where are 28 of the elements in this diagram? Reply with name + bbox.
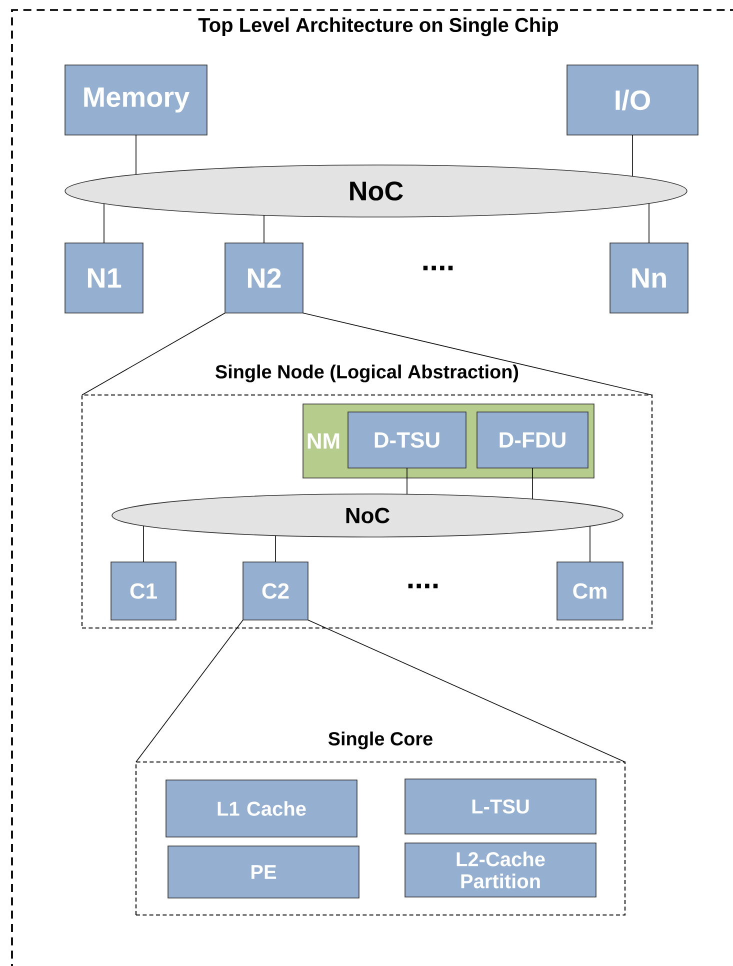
component-box: Cm [556,562,624,620]
connector-line [136,620,244,762]
component-box: D-TSU [348,412,466,468]
component-box: N2 [224,242,304,314]
component-box: C1 [110,562,176,620]
connector-line [82,312,226,396]
ellipsis-label: .... [408,584,438,588]
connector-line [406,468,408,495]
component-box: Memory [64,64,208,136]
component-box: C2 [242,562,308,620]
connector-line [308,620,626,762]
connector-line [532,468,533,500]
node-label: Single Node (Logical Abstraction) [216,364,518,382]
component-box: D-FDU [476,412,588,468]
component-box: I/O [566,64,698,136]
connector-line [143,525,144,562]
connector-line [648,203,650,244]
component-box: L-TSU [404,778,596,834]
connector-line [275,535,276,562]
node-label: Single Core [328,732,432,750]
connector-line [632,134,633,177]
component-box: PE [168,846,360,898]
connector-line [302,312,652,396]
ellipsis-label: .... [423,266,453,270]
component-box: N1 [64,242,144,314]
component-box: L1 Cache [166,780,358,838]
component-box: Nn [610,242,688,314]
component-box: L2-Cache Partition [404,842,596,898]
